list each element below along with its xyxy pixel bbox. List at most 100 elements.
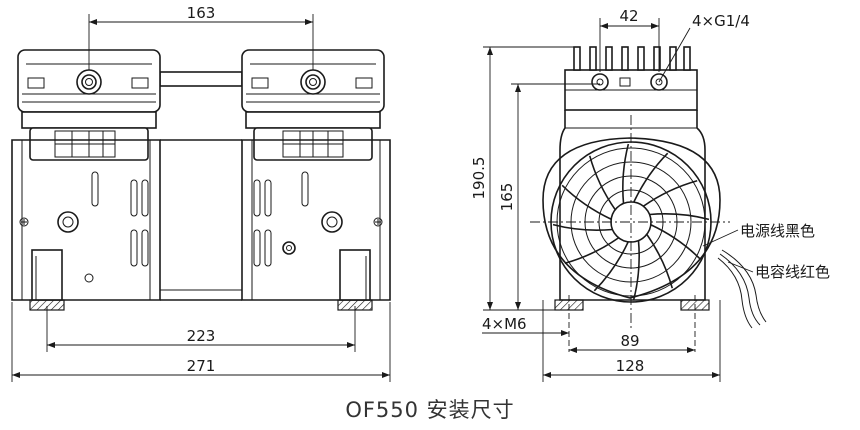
dim-163-arrow-r [305, 19, 313, 25]
left-slot-3 [141, 179, 149, 217]
dim-89-arrow-r [687, 347, 695, 353]
fin-1 [573, 46, 581, 71]
right-small-hole [286, 245, 292, 251]
right-screw-icon [373, 217, 383, 227]
right-port-inner [305, 74, 321, 90]
leader-ports [658, 27, 691, 83]
wire-red [719, 253, 761, 326]
fin-8 [683, 46, 691, 71]
right-small-boss [282, 241, 296, 255]
right-valve-plate [245, 111, 381, 129]
dim-165-label: 165 [498, 183, 516, 212]
left-foot-1 [31, 249, 63, 301]
side-body [559, 110, 706, 301]
left-slot-1 [91, 171, 99, 207]
dim-190-arrow-t [487, 47, 493, 55]
right-head-tab [251, 77, 269, 89]
front-dimensions: 163 223 271 [11, 4, 391, 382]
leader-mount-arrow [561, 330, 569, 336]
dim-165-arrow-b [515, 302, 521, 310]
fan-spoke [622, 143, 630, 204]
dim-271-label: 271 [187, 357, 216, 375]
left-cylinder [11, 49, 161, 311]
left-screw-icon [19, 217, 29, 227]
wire-black [717, 257, 753, 329]
right-slot-2 [253, 179, 261, 217]
fin-4 [621, 46, 629, 71]
left-bearing-boss [57, 211, 79, 233]
left-head-tab-2 [131, 77, 149, 89]
left-small-hole [84, 273, 94, 283]
right-cylinder [241, 49, 391, 311]
left-crankcase [11, 139, 161, 301]
left-port-hole [85, 78, 93, 86]
capacitor-wire-label: 电容线红色 [755, 263, 830, 281]
fan-spoke [642, 179, 698, 207]
side-port-2 [650, 73, 668, 91]
dim-165-arrow-t [515, 84, 521, 92]
right-bearing-boss [321, 211, 343, 233]
left-port-inner [81, 74, 97, 90]
side-port-plug [619, 77, 631, 87]
fan-spoke [632, 240, 640, 301]
leader-capacitor-wire [727, 261, 754, 273]
fan-spokes [552, 143, 710, 301]
fan-spoke [650, 224, 701, 260]
dim-163-label: 163 [187, 4, 216, 22]
right-head-tab-2 [355, 77, 373, 89]
fin-6 [653, 46, 661, 71]
dim-42-arrow-l [600, 23, 608, 29]
right-slot-4 [253, 229, 261, 267]
dim-89-label: 89 [620, 332, 639, 350]
drawing-title: OF550 安装尺寸 [345, 398, 514, 422]
dim-223-label: 223 [187, 327, 216, 345]
right-port-hole [309, 78, 317, 86]
fan-spoke [646, 233, 674, 289]
fin-2 [589, 46, 597, 71]
ports-label: 4×G1/4 [692, 12, 750, 30]
dim-128-label: 128 [616, 357, 645, 375]
fan-spoke [588, 155, 616, 211]
wires [717, 249, 767, 329]
fan-spoke [593, 241, 629, 292]
dim-271-arrow-r [382, 372, 390, 378]
connecting-pipe [159, 71, 243, 87]
leader-power-wire [702, 229, 739, 247]
left-slot-2 [130, 179, 138, 217]
left-slot-5 [141, 229, 149, 267]
side-view: 电源线黑色 电容线红色 42 4×G1/4 190.5 165 4×M6 [470, 7, 830, 382]
left-slot-4 [130, 229, 138, 267]
front-view: 163 223 271 [11, 4, 391, 382]
dim-223-arrow-l [47, 342, 55, 348]
left-head-tab [27, 77, 45, 89]
fan-spoke [649, 213, 710, 221]
dim-89-arrow-l [569, 347, 577, 353]
side-port-1 [591, 73, 609, 91]
power-wire-label: 电源线黑色 [740, 222, 815, 240]
right-crankcase [241, 139, 391, 301]
dim-190-arrow-b [487, 302, 493, 310]
left-bearing-hole [62, 216, 74, 228]
right-slot-3 [264, 179, 272, 217]
dim-128-arrow-l [543, 372, 551, 378]
dim-271-arrow-l [12, 372, 20, 378]
side-port-1-hole [596, 78, 604, 86]
left-valve-plate [21, 111, 157, 129]
fan-spoke [552, 223, 613, 231]
right-slot-1 [301, 171, 309, 207]
side-port-2-hole [655, 78, 663, 86]
fan-spoke [561, 184, 612, 220]
dim-190-label: 190.5 [470, 157, 488, 200]
dim-128-arrow-r [712, 372, 720, 378]
wire-3 [721, 249, 767, 323]
dim-42-arrow-r [651, 23, 659, 29]
fan-spoke [633, 152, 669, 203]
mount-label: 4×M6 [482, 315, 527, 333]
right-bearing-hole [326, 216, 338, 228]
dim-223-arrow-r [347, 342, 355, 348]
right-slot-5 [264, 229, 272, 267]
dim-163-arrow-l [89, 19, 97, 25]
fin-3 [605, 46, 613, 71]
